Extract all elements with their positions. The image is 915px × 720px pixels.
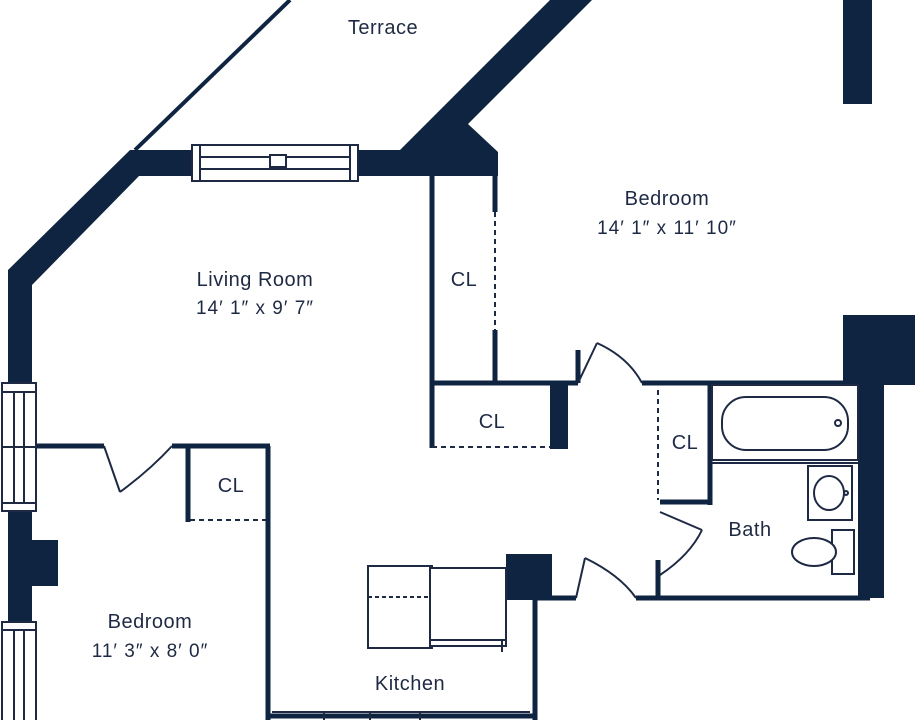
stove-icon <box>367 565 433 649</box>
wall-left-upper <box>8 285 32 385</box>
kitchen-counter <box>272 711 530 720</box>
wall-nw-diagonal <box>8 150 140 290</box>
room-dims-bedroom-second: 11′ 3″ x 8′ 0″ <box>91 641 209 662</box>
room-label-kitchen: Kitchen <box>374 673 446 695</box>
room-label-living-room: Living Room <box>196 269 314 291</box>
door-bedroom-second <box>103 445 173 493</box>
pier-closet <box>550 383 568 449</box>
room-dims-living-room: 14′ 1″ x 9′ 7″ <box>195 298 315 319</box>
window-left-lower <box>1 621 37 720</box>
wall-top-right <box>356 150 406 176</box>
wall-right-bath <box>858 370 884 598</box>
closet-label-bedroom: CL <box>217 475 245 497</box>
bathtub-icon <box>711 384 859 461</box>
wall-left-pier <box>30 540 58 586</box>
room-label-bedroom-main: Bedroom <box>624 188 710 210</box>
door-hall <box>575 557 637 599</box>
wall-top-left <box>130 150 192 176</box>
room-label-bath: Bath <box>728 519 772 541</box>
window-left-upper <box>1 382 37 512</box>
terrace-edge <box>133 0 292 152</box>
pier-kitchen <box>506 554 552 600</box>
window-top <box>191 144 359 182</box>
sink-icon <box>807 465 853 521</box>
door-bedroom-main <box>577 342 643 384</box>
interior-walls <box>32 176 870 720</box>
toilet-icon <box>791 529 855 575</box>
wall-right-top <box>843 0 872 104</box>
doors <box>103 342 703 599</box>
closet-label-middle: CL <box>478 411 506 433</box>
closet-label-upper: CL <box>450 269 478 291</box>
closet-label-bath: CL <box>671 432 699 454</box>
wall-ne-diagonal <box>400 0 592 176</box>
door-bath <box>659 511 703 576</box>
exterior-walls <box>8 0 915 622</box>
window-icon <box>1 144 359 720</box>
wall-left-middle <box>8 510 32 622</box>
room-label-bedroom-second: Bedroom <box>107 611 193 633</box>
room-label-terrace: Terrace <box>347 17 419 39</box>
refrigerator-icon <box>429 567 507 652</box>
room-dims-bedroom-main: 14′ 1″ x 11′ 10″ <box>597 218 737 239</box>
